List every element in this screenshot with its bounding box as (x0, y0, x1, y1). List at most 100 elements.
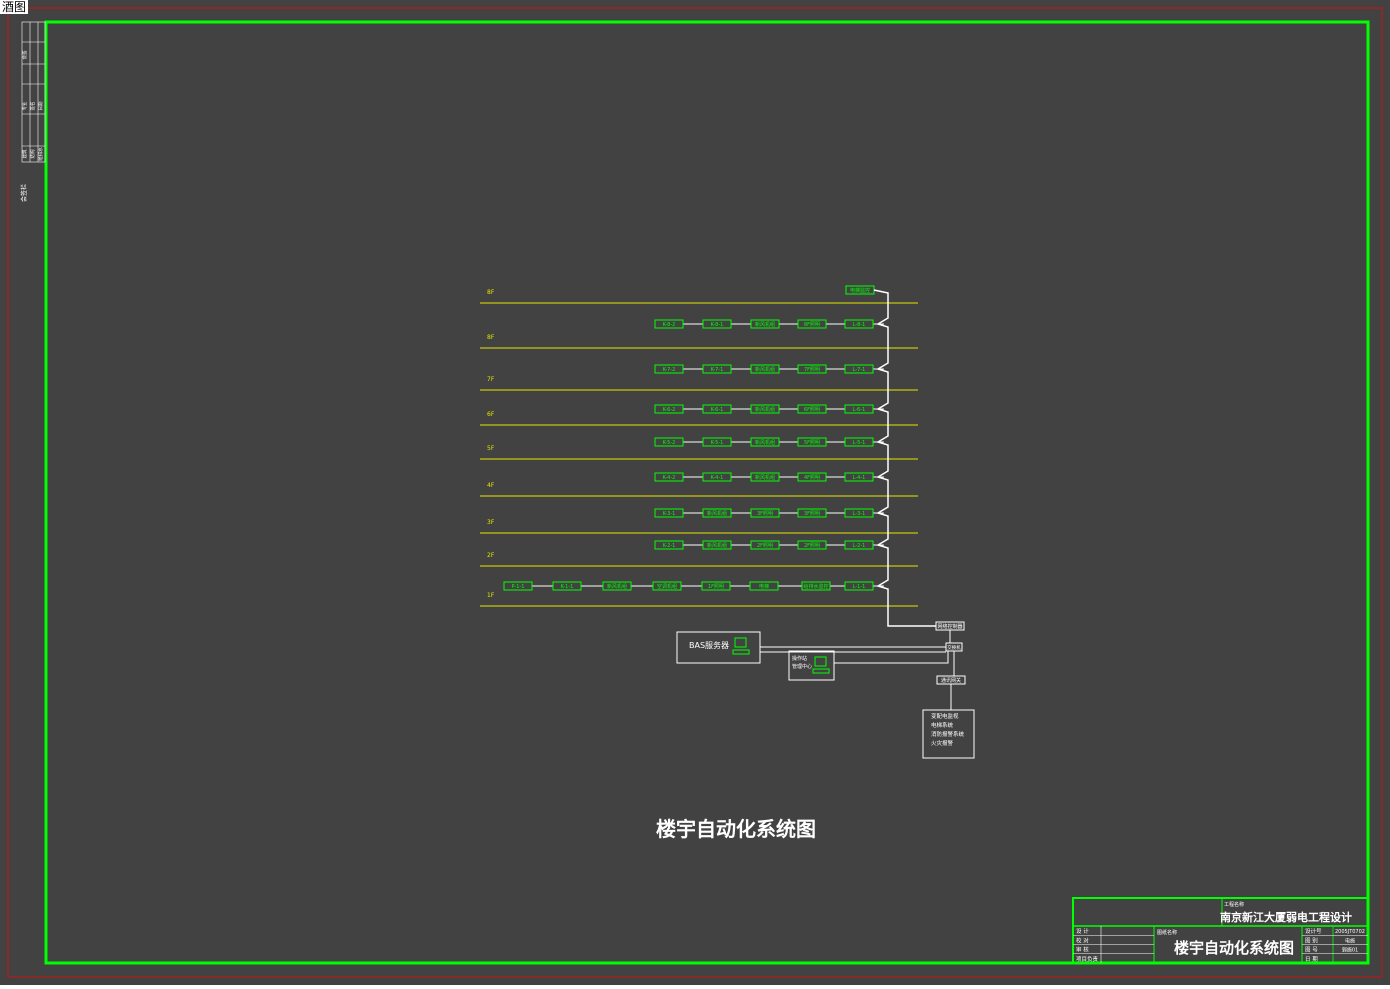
device-box (654, 437, 684, 447)
device-label: K-8-2 (663, 322, 676, 328)
computer-icon (732, 649, 750, 655)
device-box (702, 364, 732, 374)
device-label: 4F照明 (804, 475, 820, 481)
link (834, 651, 949, 664)
device-label: L-5-1 (853, 440, 866, 446)
margin-table-cell: 建筑 (21, 149, 28, 158)
device-label: 空调机组 (657, 583, 677, 590)
device-label: 新风机组 (755, 474, 775, 481)
margin-table-frame (21, 21, 46, 163)
device-label: L-4-1 (853, 475, 866, 481)
device-box (702, 404, 732, 414)
floor-label: 6F (487, 411, 495, 418)
subsystem-label: 变配电监视 (931, 712, 959, 720)
info-value: 2005JT0702 (1335, 929, 1365, 935)
info-value: 弱施01 (1342, 947, 1358, 954)
device-label: 新风机组 (707, 510, 727, 517)
device-box (503, 581, 533, 591)
margin-table-cell: 会签 (21, 50, 28, 59)
window-title: 酒图 (0, 0, 29, 14)
device-box (750, 540, 780, 550)
device-label: L-1-1 (853, 584, 866, 590)
device-box (701, 581, 731, 591)
device-label: 5F照明 (804, 440, 820, 446)
device-label: K-6-1 (711, 407, 724, 413)
floor-label: 1F (487, 592, 495, 599)
device-box (844, 472, 874, 482)
floor-label: 7F (487, 376, 495, 383)
device-box (844, 364, 874, 374)
device-box (654, 319, 684, 329)
floor-label: 5F (487, 445, 495, 452)
margin-signoff-table: 会签专业签名日期建筑结构给排水会签栏 (20, 21, 46, 202)
device-label: 3F照明 (757, 511, 773, 517)
device-label: 新风机组 (707, 542, 727, 549)
info-label: 图 别 (1305, 936, 1318, 944)
device-label: 电梯 (759, 583, 769, 590)
device-box (750, 472, 780, 482)
device-box (801, 581, 831, 591)
device-label: L-6-1 (853, 407, 866, 413)
device-label: K-8-1 (711, 322, 724, 328)
margin-table-cell: 日期 (38, 101, 44, 110)
device-box (750, 508, 780, 518)
device-box (654, 540, 684, 550)
subsystem-box (922, 709, 975, 759)
device-box (702, 472, 732, 482)
device-label: 新风机组 (607, 583, 627, 590)
signoff-label: 设 计 (1076, 927, 1089, 935)
device-label: P-1-1 (512, 584, 525, 590)
margin-table-cell: 专业 (21, 101, 28, 110)
signoff-label: 校 对 (1076, 936, 1089, 944)
device-box (844, 508, 874, 518)
device-label: 新风机组 (755, 366, 775, 373)
device-box (702, 319, 732, 329)
drawing-frame (44, 20, 1370, 965)
device-label: K-5-1 (711, 440, 724, 446)
bas-server-label: BAS服务器 (689, 640, 729, 650)
outer-border (7, 7, 1383, 978)
device-box (602, 581, 632, 591)
subsystem-label: 电梯系统 (931, 721, 954, 729)
margin-table-cell: 签名 (29, 102, 36, 111)
device-box (654, 508, 684, 518)
device-label: 新风机组 (755, 439, 775, 446)
computer-icon (814, 656, 827, 667)
device-box (654, 364, 684, 374)
riser-bus (873, 289, 936, 627)
device-box (797, 540, 827, 550)
computer-icon (734, 637, 747, 648)
device-label: 给排水监控 (803, 583, 828, 590)
device-box (552, 581, 582, 591)
device-box (797, 508, 827, 518)
device-box (652, 581, 682, 591)
floor-label: 4F (487, 482, 495, 489)
signoff-label: 项目负责 (1076, 955, 1099, 963)
device-box (797, 404, 827, 414)
device-box (797, 319, 827, 329)
switch-label: 交换机 (947, 644, 961, 651)
drawing-name: 楼宇自动化系统图 (1174, 939, 1294, 957)
margin-table-cell: 结构 (29, 149, 36, 158)
floor-label: 2F (487, 552, 495, 559)
subsystem-label: 消防报警系统 (931, 730, 965, 738)
diagram-title: 楼宇自动化系统图 (656, 817, 816, 841)
device-box (750, 437, 780, 447)
title-block-frame (1072, 897, 1369, 964)
device-box (654, 404, 684, 414)
device-box (797, 472, 827, 482)
device-label: L-7-1 (853, 367, 866, 373)
device-box (797, 364, 827, 374)
device-label: 6F照明 (804, 407, 820, 413)
router-label: 网络控制器 (937, 623, 962, 630)
network-section: 网络控制器交换机通讯网关变配电监视电梯系统消防报警系统火灾报警BAS服务器操作站… (676, 621, 975, 759)
project-name: 南京新江大厦弱电工程设计 (1220, 910, 1352, 924)
gateway-label: 通讯网关 (941, 677, 961, 684)
device-box (844, 540, 874, 550)
device-label: L-2-1 (853, 543, 866, 549)
drawing-label: 图纸名称 (1157, 929, 1177, 936)
info-label: 日 期 (1305, 956, 1318, 963)
